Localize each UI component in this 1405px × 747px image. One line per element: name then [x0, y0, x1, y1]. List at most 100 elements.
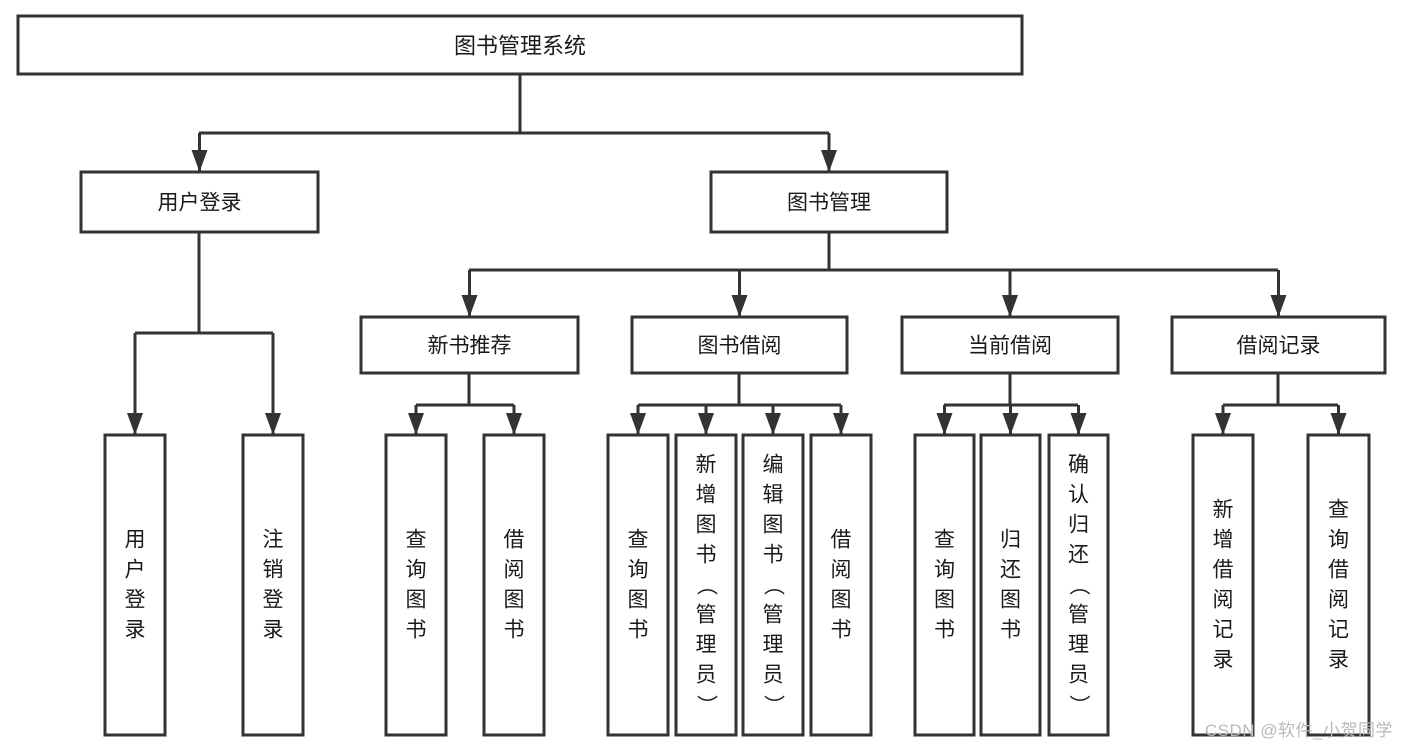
leaf-char: 增: [1213, 529, 1234, 552]
leaf-char: 书: [696, 544, 717, 567]
node-label-borrow-record: 借阅记录: [1237, 335, 1321, 358]
node-box-book-management[interactable]: [709, 170, 949, 234]
arrow-leaf-user-login: [127, 413, 143, 435]
node-box-leaf-borrow-book-2[interactable]: [809, 433, 873, 737]
leaf-char: 图: [831, 589, 852, 612]
leaf-char: （: [762, 575, 785, 596]
leaf-char: 查: [406, 529, 427, 552]
node-box-current-borrow[interactable]: [900, 315, 1120, 375]
node-box-leaf-confirm-return[interactable]: [1047, 433, 1110, 737]
arrow-new-book-recommend: [461, 295, 478, 317]
node-label-new-book-recommend: 新书推荐: [428, 335, 512, 358]
labels-layer: 图书管理系统用户登录图书管理新书推荐图书借阅当前借阅借阅记录用户登录注销登录查询…: [125, 34, 1350, 716]
node-box-leaf-add-book[interactable]: [674, 433, 738, 737]
leaf-char: 增: [696, 484, 717, 507]
leaf-char: 图: [628, 589, 649, 612]
arrow-current-borrow: [1002, 295, 1018, 317]
leaf-char: 记: [1213, 619, 1234, 642]
arrow-book-borrow: [731, 295, 748, 317]
leaf-char: 还: [1068, 544, 1089, 567]
node-box-book-borrow[interactable]: [630, 315, 849, 375]
leaf-char: 借: [1328, 559, 1349, 582]
leaf-char: 管: [763, 604, 784, 627]
leaf-char: 注: [263, 529, 284, 552]
arrow-leaf-logout: [265, 413, 281, 435]
node-box-leaf-return-book[interactable]: [979, 433, 1042, 737]
leaf-char: 书: [934, 619, 955, 642]
connectors-layer: [127, 74, 1347, 435]
leaf-char: 编: [763, 454, 784, 477]
leaf-char: 图: [934, 589, 955, 612]
csdn-watermark: CSDN @软件_小贺同学: [1204, 721, 1393, 740]
leaf-char: 图: [406, 589, 427, 612]
node-box-user-login[interactable]: [79, 170, 320, 234]
leaf-char: 图: [696, 514, 717, 537]
node-box-leaf-query-record[interactable]: [1306, 433, 1371, 737]
arrow-leaf-query-book-2: [630, 413, 646, 435]
leaf-char: 借: [1213, 559, 1234, 582]
node-box-leaf-query-book-3[interactable]: [913, 433, 976, 737]
node-box-leaf-logout[interactable]: [241, 433, 305, 737]
leaf-char: 查: [1328, 499, 1349, 522]
arrow-leaf-query-book-1: [408, 413, 424, 435]
leaf-char: ）: [762, 695, 785, 716]
arrow-borrow-record: [1270, 295, 1287, 317]
leaf-char: 用: [125, 529, 146, 552]
leaf-char: 查: [934, 529, 955, 552]
node-box-leaf-user-login[interactable]: [103, 433, 167, 737]
arrow-leaf-add-book: [698, 413, 714, 435]
leaf-char: 新: [1213, 499, 1234, 522]
node-box-leaf-borrow-book-1[interactable]: [482, 433, 546, 737]
leaf-char: 员: [696, 664, 717, 687]
node-box-borrow-record[interactable]: [1170, 315, 1387, 375]
leaf-char: 员: [1068, 664, 1089, 687]
arrow-book-management: [821, 150, 837, 172]
node-box-undefined[interactable]: [16, 14, 1024, 76]
leaf-char: 销: [263, 559, 284, 582]
leaf-char: 理: [696, 634, 717, 657]
leaf-char: 书: [504, 619, 525, 642]
leaf-label-leaf-user-login: 用户登录: [125, 529, 146, 642]
node-box-new-book-recommend[interactable]: [359, 315, 580, 375]
node-box-leaf-query-book-2[interactable]: [606, 433, 670, 737]
leaf-char: 阅: [1213, 589, 1234, 612]
leaf-char: 借: [504, 529, 525, 552]
leaf-char: 辑: [763, 484, 784, 507]
arrow-leaf-borrow-book-2: [833, 413, 849, 435]
leaf-char: ）: [1067, 695, 1090, 716]
leaf-char: 阅: [831, 559, 852, 582]
node-box-leaf-edit-book[interactable]: [741, 433, 805, 737]
leaf-char: 认: [1068, 484, 1089, 507]
arrow-leaf-borrow-book-1: [506, 413, 522, 435]
leaf-char: 理: [1068, 634, 1089, 657]
node-box-leaf-add-record[interactable]: [1191, 433, 1255, 737]
root-label: 图书管理系统: [454, 34, 586, 59]
leaf-char: 确: [1068, 454, 1089, 477]
leaf-char: ）: [695, 695, 718, 716]
arrow-user-login: [191, 150, 208, 172]
leaf-char: 员: [763, 664, 784, 687]
leaf-char: 登: [125, 589, 146, 612]
leaf-char: 询: [934, 559, 955, 582]
leaf-char: 书: [406, 619, 427, 642]
leaf-char: 登: [263, 589, 284, 612]
node-label-book-borrow: 图书借阅: [698, 335, 782, 358]
arrow-leaf-query-book-3: [936, 413, 953, 435]
node-box-leaf-query-book-1[interactable]: [384, 433, 448, 737]
leaf-char: 图: [504, 589, 525, 612]
leaf-char: 理: [763, 634, 784, 657]
leaf-char: 录: [1213, 649, 1234, 672]
leaf-char: 归: [1068, 514, 1089, 537]
leaf-char: （: [695, 575, 718, 596]
leaf-char: 询: [628, 559, 649, 582]
